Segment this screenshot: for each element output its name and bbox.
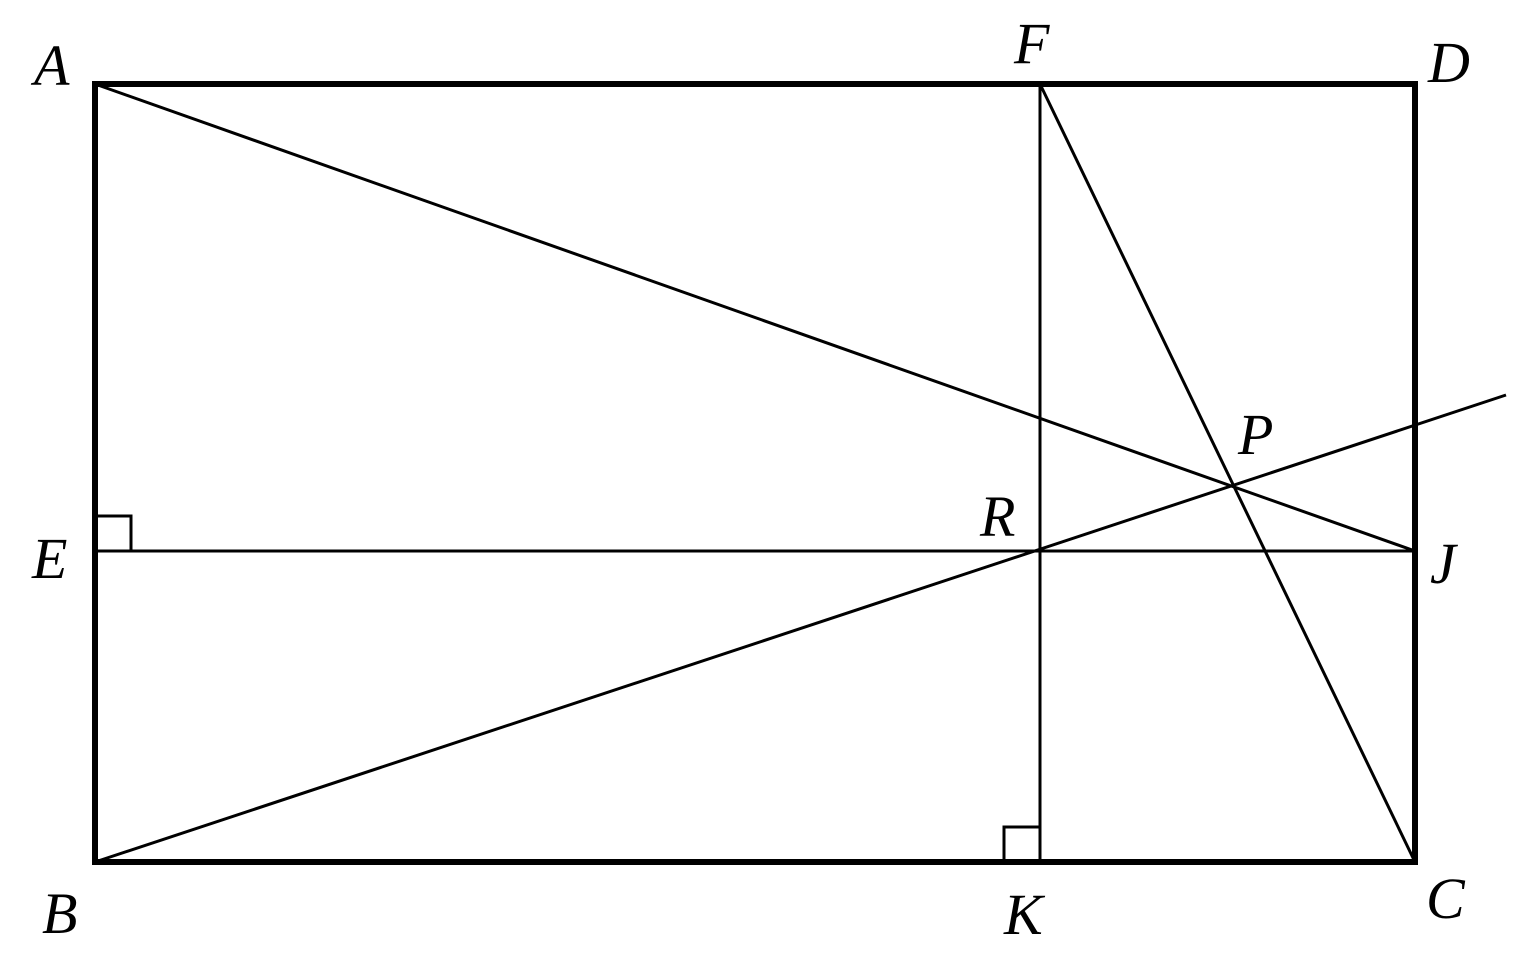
right-angle-mark-k	[1002, 825, 1040, 859]
label-a: A	[30, 33, 70, 98]
label-b: B	[42, 881, 77, 946]
label-k: K	[1003, 882, 1046, 947]
label-j: J	[1430, 531, 1459, 596]
label-r: R	[979, 484, 1015, 549]
rectangle-abcd	[92, 81, 1418, 865]
right-angle-mark-e	[98, 514, 133, 551]
label-f: F	[1013, 11, 1050, 76]
label-e: E	[31, 526, 67, 591]
label-c: C	[1426, 866, 1466, 931]
label-p: P	[1237, 402, 1273, 467]
ray-brp	[94, 393, 1507, 864]
segment-aj	[94, 82, 1416, 553]
label-d: D	[1427, 30, 1470, 95]
segment-fc	[1038, 83, 1417, 863]
